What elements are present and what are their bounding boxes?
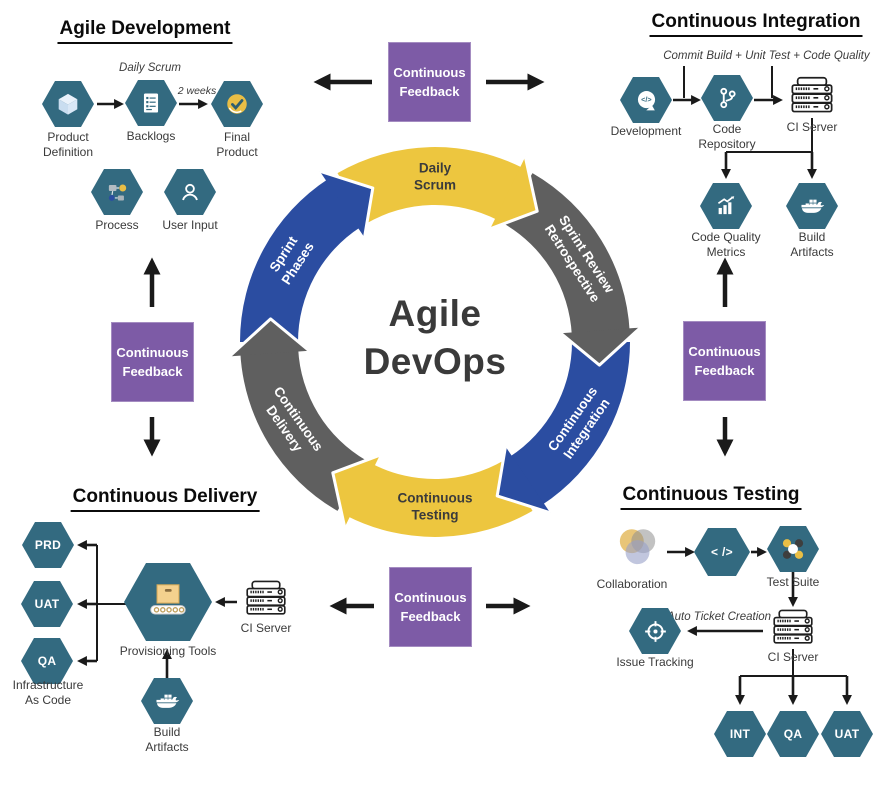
- env-uat-node: UAT: [21, 581, 73, 627]
- collaboration-label: Collaboration: [596, 577, 668, 591]
- issue-tracking-node: [629, 608, 681, 654]
- line-ci-server-branch: [726, 118, 813, 153]
- collaboration-node: [611, 525, 663, 578]
- final-product-label: Final Product: [216, 130, 258, 159]
- overlapping-circles-icon: [619, 529, 656, 565]
- process-label: Process: [95, 218, 139, 232]
- ring-segment-continuous-integration: [509, 342, 630, 506]
- heading-agile-development: Agile Development: [57, 18, 233, 44]
- user-input-node: [164, 169, 216, 215]
- provisioning-tools-node: [124, 563, 212, 641]
- code-quality-metrics-node: [700, 183, 752, 229]
- ring-arrowhead-outline-daily-scrum: [489, 156, 539, 231]
- product-definition-label: Product Definition: [42, 130, 94, 159]
- ring-arrowhead-continuous-delivery: [229, 318, 310, 357]
- env-prd-node: PRD: [22, 522, 74, 568]
- bar-chart-icon: [717, 196, 735, 215]
- ring-arrowhead-outline-sprint-phases: [319, 169, 375, 238]
- ring-arrowhead-outline-sprint-review-retrospective: [559, 326, 642, 367]
- ring-arrowhead-sprint-phases: [319, 171, 373, 238]
- ring-segment-daily-scrum: [337, 147, 524, 224]
- ci-server-node-integration: [789, 75, 835, 120]
- ring-segment-continuous-testing: [346, 460, 533, 537]
- env-qa-node-testing: QA: [767, 711, 819, 757]
- ring-arrowhead-outline-continuous-testing: [331, 453, 381, 528]
- env-qa-node: QA: [21, 638, 73, 684]
- user-icon: [182, 183, 198, 201]
- user-input-label: User Input: [162, 218, 218, 232]
- backlogs-node: [125, 80, 177, 126]
- docker-whale-icon: [154, 688, 181, 715]
- docker-whale-icon: [799, 193, 826, 220]
- code-repository-node: [701, 75, 753, 121]
- developer-head-icon: </>: [637, 90, 655, 110]
- code-repository-label: Code Repository: [698, 122, 756, 151]
- ring-arrowhead-daily-scrum: [490, 156, 538, 229]
- ring-arrowhead-outline-continuous-delivery: [228, 317, 311, 358]
- ci-server-node-delivery: [244, 579, 288, 622]
- server-icon: [789, 75, 835, 115]
- ci-server-label-testing: CI Server: [767, 650, 819, 664]
- check-circle-icon: [227, 94, 247, 114]
- note-build-chain: Build + Unit Test + Code Quality: [706, 50, 870, 62]
- git-branch-icon: [720, 87, 736, 109]
- build-artifacts-label-integration: Build Artifacts: [790, 230, 834, 259]
- ci-server-node-testing: [771, 608, 815, 651]
- env-uat-node-testing: UAT: [821, 711, 873, 757]
- note-commit: Commit: [663, 50, 703, 62]
- build-artifacts-node-delivery: [141, 678, 193, 724]
- heading-continuous-testing: Continuous Testing: [620, 484, 802, 510]
- issue-tracking-label: Issue Tracking: [616, 655, 694, 669]
- infrastructure-as-code-label: Infrastructure As Code: [12, 678, 84, 707]
- test-suite-node: [767, 526, 819, 572]
- build-artifacts-label-delivery: Build Artifacts: [145, 725, 189, 754]
- crosshair-icon: [644, 620, 666, 642]
- backlogs-label: Backlogs: [126, 129, 176, 143]
- ci-server-label-delivery: CI Server: [240, 621, 292, 635]
- note-daily-scrum: Daily Scrum: [119, 62, 181, 74]
- code-quality-metrics-label: Code Quality Metrics: [691, 230, 761, 259]
- development-node: </>: [620, 77, 672, 123]
- development-label: Development: [610, 124, 682, 138]
- heading-continuous-integration: Continuous Integration: [649, 11, 863, 37]
- build-artifacts-node-integration: [786, 183, 838, 229]
- ci-server-label-integration: CI Server: [786, 120, 838, 134]
- code-tag-glyph: </>: [641, 95, 651, 104]
- checklist-icon: [143, 93, 159, 113]
- ring-segment-sprint-phases: [240, 178, 361, 342]
- heading-continuous-delivery: Continuous Delivery: [70, 486, 260, 512]
- test-suite-label: Test Suite: [766, 575, 820, 589]
- provisioning-tools-label: Provisioning Tools: [119, 644, 217, 658]
- note-auto-ticket-creation: Auto Ticket Creation: [666, 611, 772, 623]
- process-node: [91, 169, 143, 215]
- ring-arrowhead-continuous-testing: [332, 455, 380, 528]
- cube-icon: [58, 93, 78, 115]
- final-product-node: [211, 81, 263, 127]
- note-two-weeks: 2 weeks: [177, 85, 217, 97]
- ring-arrowhead-outline-continuous-integration: [495, 446, 551, 515]
- test-suite-icon: [782, 539, 804, 559]
- server-icon: [771, 608, 815, 646]
- server-icon: [244, 579, 288, 617]
- code-tag-icon: < />: [711, 545, 733, 559]
- conveyor-box-icon: [150, 584, 186, 615]
- env-int-node: INT: [714, 711, 766, 757]
- ring-arrowhead-continuous-integration: [497, 446, 551, 513]
- ring-arrowhead-sprint-review-retrospective: [560, 327, 641, 366]
- workflow-icon: [108, 184, 127, 201]
